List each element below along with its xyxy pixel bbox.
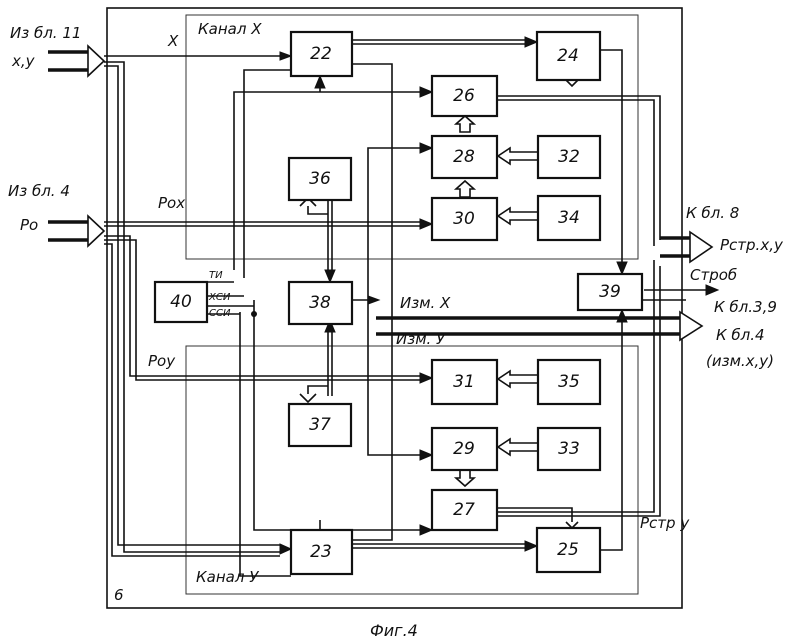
block-26: 26 xyxy=(432,76,497,116)
block-28: 28 xyxy=(432,136,497,178)
block-24: 24 xyxy=(537,32,600,80)
izm-xy-label: (изм.х,у) xyxy=(706,352,774,370)
strob-label: Строб xyxy=(690,266,737,284)
izm-y-label: Изм. У xyxy=(396,330,446,348)
block-24-label: 24 xyxy=(557,46,579,66)
block-23-label: 23 xyxy=(310,542,332,562)
block-35: 35 xyxy=(538,360,600,404)
block-40-label: 40 xyxy=(170,292,192,312)
from-block-11-label: Из бл. 11 xyxy=(10,24,81,42)
from-block-4-label: Из бл. 4 xyxy=(8,182,70,200)
x-signal-label: X xyxy=(167,32,179,50)
p0-input-label: Pо xyxy=(20,216,38,234)
block-36: 36 xyxy=(289,158,351,200)
block-39-label: 39 xyxy=(599,282,621,302)
xy-input-label: x,у xyxy=(11,52,36,70)
to-block-4-label: К бл.4 xyxy=(716,326,765,344)
pin-xsi-label: ХСИ xyxy=(208,292,231,303)
block-37: 37 xyxy=(289,404,351,446)
block-36-label: 36 xyxy=(309,169,331,189)
block-22: 22 xyxy=(291,32,352,76)
block-25: 25 xyxy=(537,528,600,572)
block-32-label: 32 xyxy=(558,147,580,167)
block-29: 29 xyxy=(432,428,497,470)
block-23: 23 xyxy=(291,530,352,574)
block-26-label: 26 xyxy=(453,86,475,106)
channel-x-label: Канал X xyxy=(198,20,262,38)
block-39: 39 xyxy=(578,274,642,310)
izm-x-label: Изм. X xyxy=(400,294,451,312)
block-31-label: 31 xyxy=(453,372,475,392)
block-22-label: 22 xyxy=(310,44,332,64)
block-30-label: 30 xyxy=(453,209,475,229)
block-34: 34 xyxy=(538,196,600,240)
block-33-label: 33 xyxy=(558,439,580,459)
pox-label: Pox xyxy=(158,194,185,212)
pin-ti-label: ТИ xyxy=(209,270,223,281)
channel-y-label: Канал У xyxy=(196,568,259,586)
block-37-label: 37 xyxy=(309,415,331,435)
figure-caption: Фиг.4 xyxy=(370,621,418,640)
block-6-label: 6 xyxy=(114,586,124,604)
blocks: 22 23 24 25 26 27 28 29 xyxy=(155,32,642,574)
block-29-label: 29 xyxy=(453,439,475,459)
block-38: 38 xyxy=(289,282,352,324)
block-38-label: 38 xyxy=(309,293,331,313)
block-30: 30 xyxy=(432,198,497,240)
pstr-y-label: Pстр у xyxy=(640,514,690,532)
block-25-label: 25 xyxy=(557,540,579,560)
block-40: 40 xyxy=(155,282,207,322)
block-28-label: 28 xyxy=(453,147,475,167)
to-block-8-label: К бл. 8 xyxy=(686,204,739,222)
pstr-xy-label: Pстр.х,у xyxy=(720,236,784,254)
block-33: 33 xyxy=(538,428,600,470)
poy-label: Pоу xyxy=(148,352,176,370)
block-34-label: 34 xyxy=(558,208,580,228)
to-block-3-9-label: К бл.3,9 xyxy=(714,298,777,316)
block-31: 31 xyxy=(432,360,497,404)
block-35-label: 35 xyxy=(558,372,580,392)
block-27: 27 xyxy=(432,490,497,530)
block-32: 32 xyxy=(538,136,600,178)
junction-dot xyxy=(251,311,257,317)
block-27-label: 27 xyxy=(453,500,475,520)
